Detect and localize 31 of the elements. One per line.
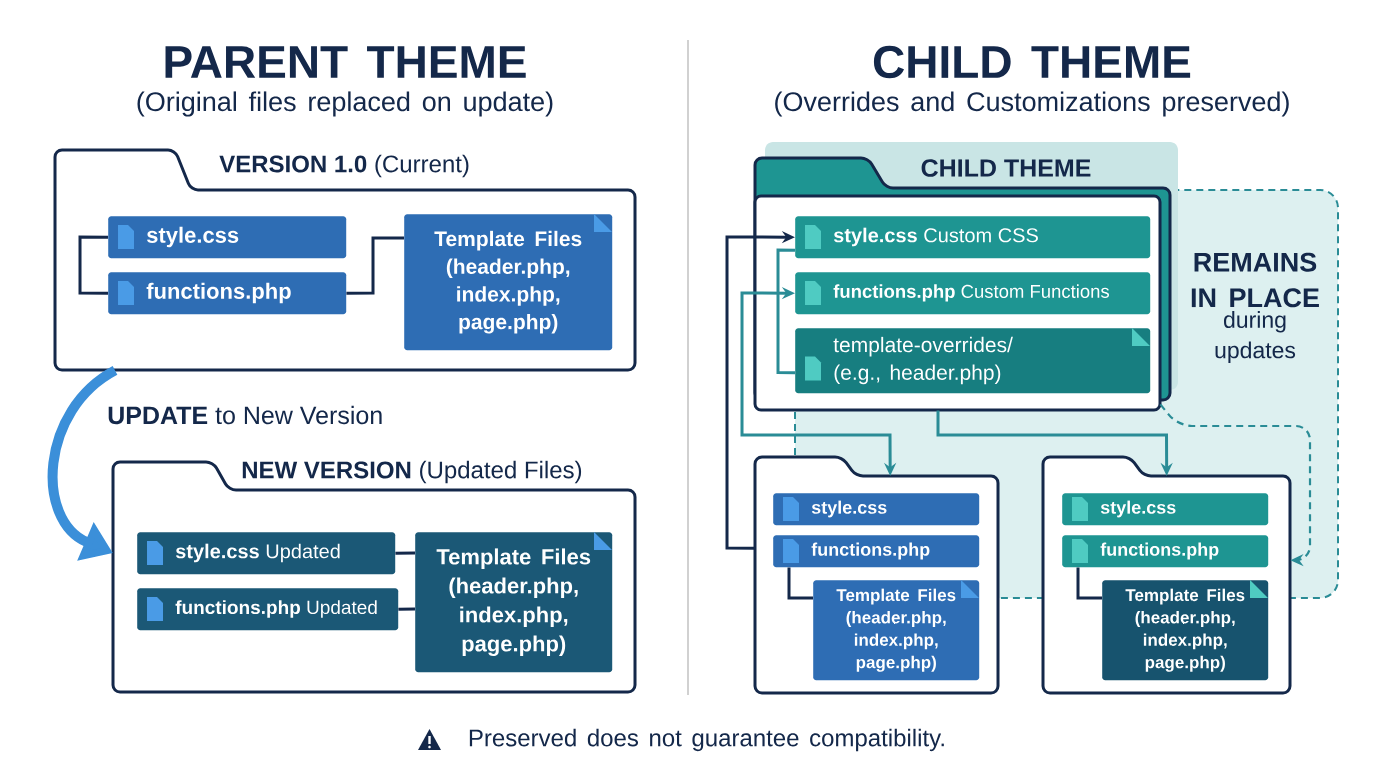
heading: CHILD THEME: [873, 45, 1191, 79]
template-file-box: Template Files (header.php, index.php, page.php): [415, 532, 613, 673]
file-box: functions.php Custom Functions: [795, 272, 1151, 315]
connector-line: [346, 236, 404, 295]
file-box: style.css: [1062, 493, 1269, 526]
template-file-box: Template Files (header.php, index.php, page.php): [1102, 580, 1269, 681]
note-text: during updates: [1215, 311, 1296, 363]
file-box: style.css Custom CSS: [795, 216, 1151, 259]
arrow: [1159, 403, 1312, 567]
file-box: functions.php: [1062, 535, 1269, 568]
template-file-box: Template Files (header.php, index.php, page.php): [813, 580, 980, 681]
subheading: (Overrides and Customizations preserved): [775, 91, 1289, 117]
subheading: (Original files replaced on update): [137, 91, 553, 117]
file-box: functions.php: [108, 272, 347, 315]
note-text: REMAINS IN PLACE: [1191, 252, 1319, 308]
file-box: functions.php Updated: [137, 588, 399, 631]
edge-label: UPDATE to New Version: [105, 403, 386, 427]
connector-line: [78, 235, 109, 295]
connector-line: [787, 567, 813, 600]
heading: PARENT THEME: [165, 46, 526, 78]
warning-text: Preserved does not guarantee compatibility.: [469, 728, 944, 752]
connector-line: [395, 551, 416, 555]
connector-line: [776, 248, 796, 375]
connector-line: [398, 607, 416, 611]
file-box: style.css: [108, 216, 347, 259]
file-box: functions.php: [773, 535, 980, 568]
template-file-box: Template Files (header.php, index.php, page.php): [404, 214, 613, 351]
file-box: style.css Updated: [137, 532, 396, 575]
file-box: style.css: [773, 493, 980, 526]
template-file-box: template-overrides/ (e.g., header.php): [795, 328, 1151, 394]
connector-line: [1076, 567, 1102, 600]
